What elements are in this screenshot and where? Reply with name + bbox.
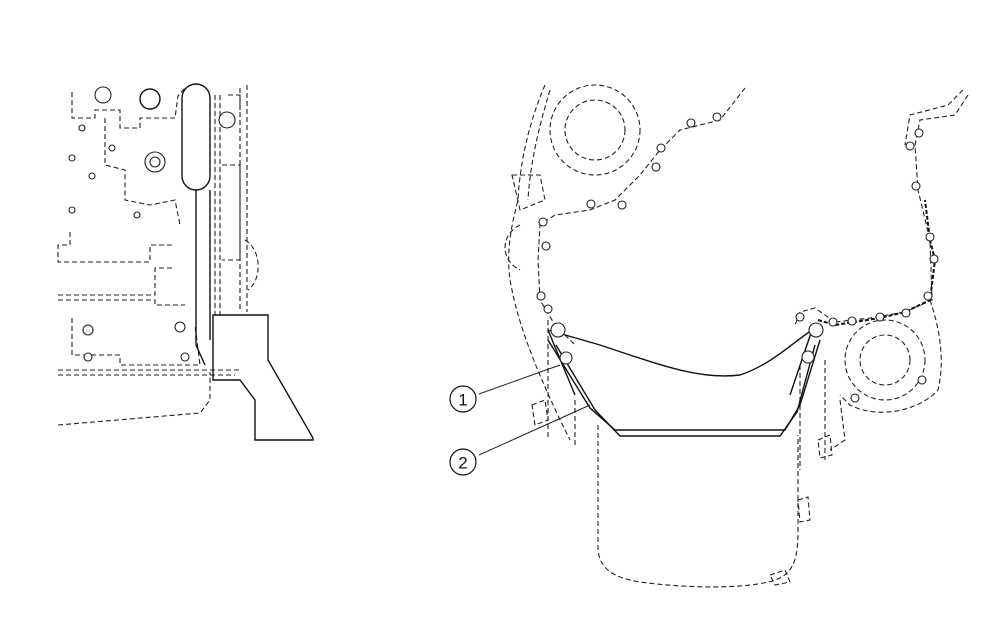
callout-1-label: 1: [458, 391, 467, 410]
callout-2: 2: [449, 404, 591, 476]
callout-2-circle: [449, 448, 477, 476]
callout-2-label: 2: [458, 454, 467, 473]
front-view: [504, 84, 969, 588]
callout-1: 1: [449, 364, 561, 413]
callout-1-circle: [449, 385, 477, 413]
side-view: [57, 83, 314, 441]
